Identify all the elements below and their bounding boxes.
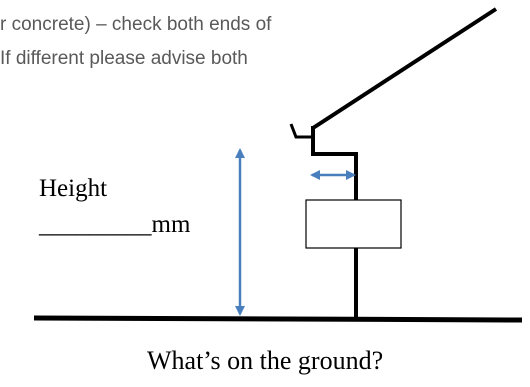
ground-line: [33, 315, 523, 323]
instruction-line-1: r concrete) – check both ends of: [0, 14, 272, 35]
window-box: [305, 199, 402, 249]
height-label: Height: [39, 175, 108, 202]
height-input-blank: _________mm: [39, 211, 191, 238]
gutter: [289, 123, 313, 139]
instruction-line-2: If different please advise both: [0, 48, 248, 69]
ground-question: What’s on the ground?: [147, 346, 384, 375]
roof-line: [311, 7, 498, 130]
